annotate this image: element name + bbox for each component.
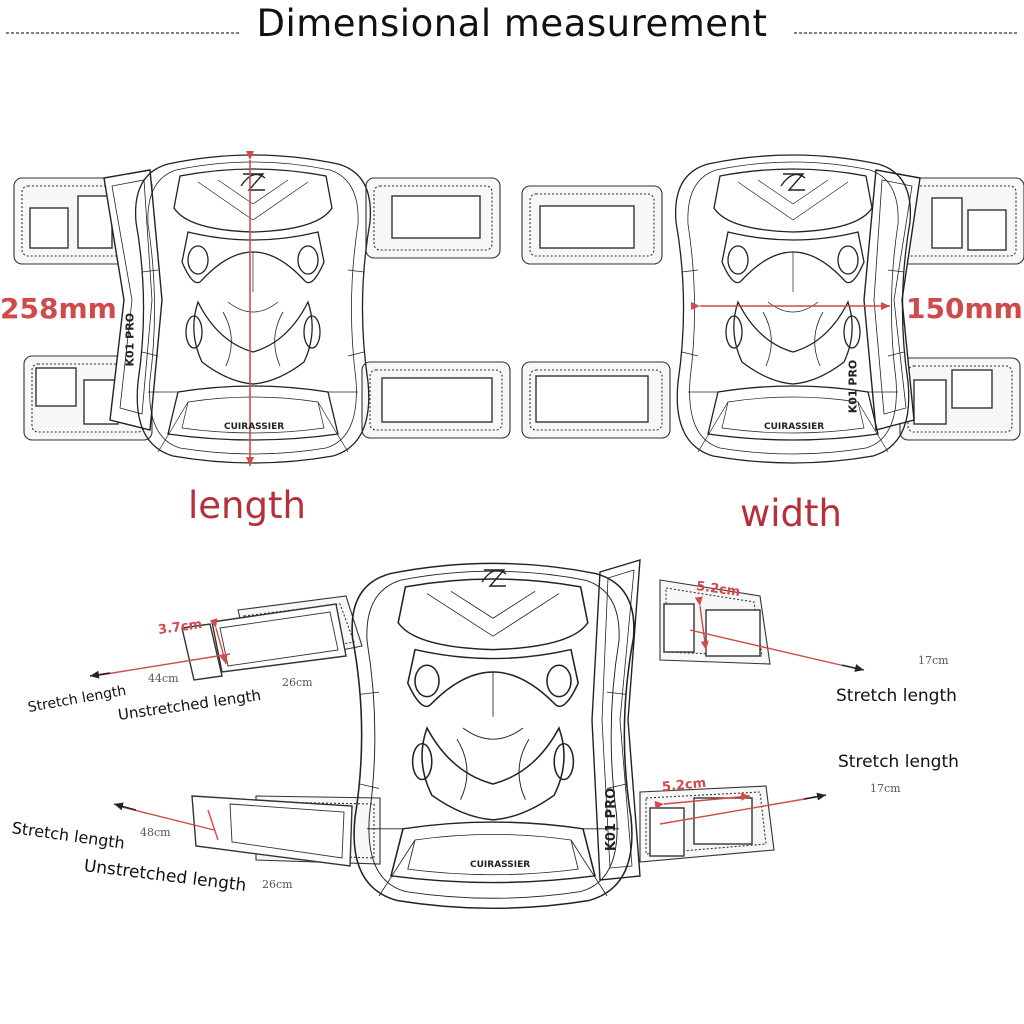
upper-right-stretch-value: 17cm — [918, 654, 949, 667]
model-text-top-right: K01 PRO — [846, 359, 860, 414]
brand-text-bottom: CUIRASSIER — [470, 860, 531, 870]
page-title: Dimensional measurement — [256, 2, 768, 45]
lower-right-stretch-value: 17cm — [870, 782, 901, 795]
lower-left-stretch-value: 48cm — [140, 826, 171, 839]
brand-text-top-right: CUIRASSIER — [764, 422, 825, 432]
lower-right-stretch-label: Stretch length — [838, 752, 959, 772]
length-dimension: 258mm — [0, 292, 117, 325]
lower-left-unstretched-value: 26cm — [262, 878, 293, 891]
bottom-kneepad — [181, 559, 775, 910]
title-dividers — [6, 32, 1018, 34]
upper-left-unstretched-value: 26cm — [282, 676, 313, 689]
width-caption: width — [740, 492, 842, 535]
width-dimension: 150mm — [906, 292, 1023, 325]
top-right-kneepad — [521, 154, 1024, 464]
upper-left-stretch-value: 44cm — [148, 672, 179, 685]
model-text-top-left: K01 PRO — [123, 312, 137, 367]
model-text-bottom: K01 PRO — [604, 787, 620, 852]
strap-arrows — [89, 596, 865, 841]
brand-text-top-left: CUIRASSIER — [224, 422, 285, 432]
top-left-kneepad — [13, 154, 511, 464]
upper-right-stretch-label: Stretch length — [836, 686, 957, 706]
length-caption: length — [188, 484, 306, 527]
